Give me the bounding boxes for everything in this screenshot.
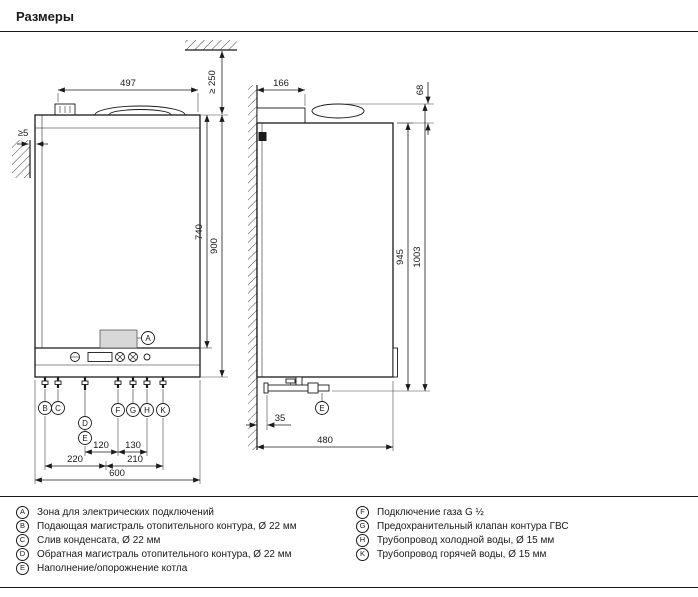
ceiling-hatch (185, 40, 237, 51)
valve-handle (285, 378, 296, 384)
label-a: A (145, 334, 151, 343)
dim-height-inner: 740 (194, 115, 212, 349)
dim-bottom-3-value: 220 (67, 454, 83, 465)
connection-label-f: F (111, 389, 125, 417)
valve-knob (143, 353, 151, 361)
connection-label-e: E (78, 429, 92, 445)
electrical-zone: A (99, 329, 155, 349)
legend-column-right: F Подключение газа G ½ G Предохранительн… (356, 505, 682, 575)
dimensions-drawing: ≥ 250 497 (12, 40, 434, 484)
label-e-side: E (319, 404, 324, 413)
dim-top-clearance: ≥ 250 (207, 51, 225, 114)
legend-text-e: Наполнение/опорожнение котла (37, 562, 188, 574)
legend-text-h: Трубопровод холодной воды, Ø 15 мм (377, 534, 555, 546)
dim-bottom-2-value: 130 (125, 440, 141, 451)
legend-key-b: B (16, 519, 29, 533)
connection-label-h: H (140, 389, 154, 417)
valve-body (307, 382, 319, 394)
label-g: G (130, 406, 136, 415)
dim-height-total: 1003 (412, 104, 428, 391)
legend-item-h: H Трубопровод холодной воды, Ø 15 мм (356, 533, 682, 547)
connection-pipes: B C D E F (38, 377, 170, 445)
dim-wall-offset-value: 35 (275, 413, 286, 424)
connection-label-b: B (38, 389, 52, 415)
connection-label-e-side: E (315, 393, 329, 415)
side-clearance: ≥5 (12, 128, 48, 178)
legend-key-k: K (356, 547, 369, 561)
dim-depth-top: 166 (257, 78, 306, 106)
legend-item-d: D Обратная магистраль отопительного конт… (16, 547, 342, 561)
boiler-casing-side (256, 122, 394, 378)
legend-item-b: B Подающая магистраль отопительного конт… (16, 519, 342, 533)
connection-label-g: G (126, 389, 140, 417)
connection-label-c: C (51, 389, 65, 415)
label-k: K (160, 406, 166, 415)
legend-item-f: F Подключение газа G ½ (356, 505, 682, 519)
legend-key-d: D (16, 547, 29, 561)
side-view: 166 68 945 1003 (246, 78, 434, 451)
dim-height-value: 900 (209, 238, 220, 254)
legend-text-f: Подключение газа G ½ (377, 506, 484, 518)
dim-bottom-4-value: 210 (127, 454, 143, 465)
label-d: D (82, 419, 88, 428)
dim-depth-value: 480 (317, 435, 333, 446)
dim-bottom-total-value: 600 (109, 468, 125, 479)
top-cap (256, 107, 306, 124)
mounting-bracket (258, 132, 267, 141)
dim-height-casing-value: 945 (395, 249, 406, 265)
legend-key-f: F (356, 505, 369, 519)
flue-dome (311, 103, 365, 119)
connection-label-k: K (156, 389, 170, 417)
dim-top-clearance-value: ≥ 250 (207, 70, 218, 94)
dim-bottom-row-1: 120 130 (84, 418, 148, 456)
page-title: Размеры (0, 0, 698, 32)
legend-item-a: A Зона для электрических подключений (16, 505, 342, 519)
dim-bottom-total: 600 (34, 380, 201, 484)
label-e: E (82, 434, 87, 443)
legend-column-left: A Зона для электрических подключений B П… (16, 505, 342, 575)
dim-height-casing: 945 (332, 122, 430, 392)
pipe-stub (41, 377, 167, 390)
legend-key-h: H (356, 533, 369, 547)
front-view: ≥ 250 497 (12, 40, 237, 484)
legend-key-a: A (16, 505, 29, 519)
wall-hatch (248, 85, 258, 450)
dim-width-value: 497 (120, 78, 136, 89)
legend-text-c: Слив конденсата, Ø 22 мм (37, 534, 161, 546)
legend-item-g: G Предохранительный клапан контура ГВС (356, 519, 682, 533)
boiler-side (256, 103, 398, 378)
dim-depth: 480 (257, 381, 394, 451)
dim-depth-top-value: 166 (273, 78, 289, 89)
legend-text-a: Зона для электрических подключений (37, 506, 214, 518)
dim-height-inner-value: 740 (194, 224, 205, 240)
label-b: B (42, 404, 47, 413)
dim-flue-height-value: 68 (415, 85, 426, 96)
legend-item-c: C Слив конденсата, Ø 22 мм (16, 533, 342, 547)
legend-text-b: Подающая магистраль отопительного контур… (37, 520, 297, 532)
label-h: H (144, 406, 150, 415)
dim-height: 900 (200, 114, 228, 378)
legend-key-e: E (16, 561, 29, 575)
legend-text-g: Предохранительный клапан контура ГВС (377, 520, 569, 532)
legend-item-e: E Наполнение/опорожнение котла (16, 561, 342, 575)
legend-item-k: K Трубопровод горячей воды, Ø 15 мм (356, 547, 682, 561)
display (87, 352, 113, 362)
dim-width: 497 (57, 78, 199, 112)
dim-wall-offset: 35 (246, 395, 291, 430)
gas-valve-assembly: E (263, 376, 330, 415)
legend: A Зона для электрических подключений B П… (0, 496, 698, 588)
dim-height-total-value: 1003 (412, 246, 423, 267)
legend-key-c: C (16, 533, 29, 547)
label-a-circle (141, 331, 155, 345)
legend-key-g: G (356, 519, 369, 533)
legend-text-k: Трубопровод горячей воды, Ø 15 мм (377, 548, 547, 560)
control-panel-edge (392, 347, 398, 378)
connection-label-d: D (78, 390, 92, 430)
dim-side-clearance-value: ≥5 (18, 128, 29, 139)
label-f: F (116, 406, 121, 415)
dim-bottom-row-2: 220 210 (44, 416, 164, 470)
legend-text-d: Обратная магистраль отопительного контур… (37, 548, 292, 560)
dim-bottom-1-value: 120 (93, 440, 109, 451)
label-c: C (55, 404, 61, 413)
